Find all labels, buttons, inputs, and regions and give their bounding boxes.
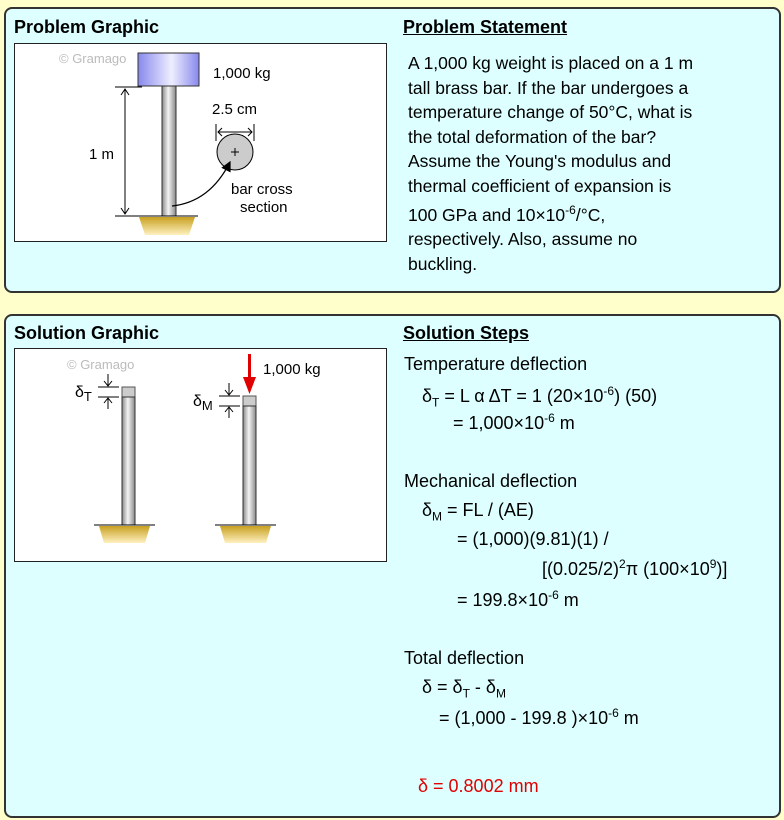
watermark: © Gramago: [67, 357, 134, 372]
watermark: © Gramago: [59, 51, 126, 66]
thermal-bar: δT: [75, 374, 155, 543]
problem-statement-title: Problem Statement: [403, 17, 568, 37]
temp-heading: Temperature deflection: [404, 354, 588, 374]
text: 100 GPa and 10×10: [408, 204, 566, 225]
statement-line: thermal coefficient of expansion is: [408, 175, 672, 196]
bar-diagram: © Gramago 1 m 1,000 kg 2.5 cm bar cross …: [59, 51, 293, 235]
delta-M-label: δM: [193, 393, 213, 413]
statement-line: tall brass bar. If the bar undergoes a: [408, 77, 689, 98]
mech-result: = 199.8×10-6 m: [457, 588, 579, 610]
cross-section-label-1: bar cross: [231, 181, 293, 198]
delta-T-label: δT: [75, 384, 92, 404]
statement-line: 100 GPa and 10×10-6/°C,: [408, 198, 778, 227]
exponent: -6: [565, 203, 576, 217]
mech-line-3: [(0.025/2)2π (100×109)]: [542, 557, 728, 579]
statement-line: the total deformation of the bar?: [408, 126, 657, 147]
mech-heading: Mechanical deflection: [404, 471, 578, 491]
statement-line: buckling.: [408, 253, 478, 274]
statement-line: temperature change of 50°C, what is: [408, 102, 693, 122]
problem-statement: A 1,000 kg weight is placed on a 1 m tal…: [408, 51, 778, 276]
final-answer: δ = 0.8002 mm: [418, 776, 539, 796]
mech-line-2: = (1,000)(9.81)(1) /: [457, 529, 609, 549]
total-heading: Total deflection: [404, 648, 525, 668]
temp-result: = 1,000×10-6 m: [453, 411, 575, 433]
diameter-label: 2.5 cm: [212, 101, 257, 118]
height-label: 1 m: [89, 146, 114, 163]
problem-graphic-title: Problem Graphic: [14, 17, 160, 37]
problem-graphic: © Gramago 1 m 1,000 kg 2.5 cm bar cross …: [14, 43, 387, 242]
cross-section-label-2: section: [240, 199, 288, 216]
mech-equation: δM = FL / (AE): [422, 500, 534, 524]
mass-label: 1,000 kg: [213, 65, 271, 82]
solution-graphic-title: Solution Graphic: [14, 323, 160, 343]
statement-line: A 1,000 kg weight is placed on a 1 m: [408, 53, 694, 73]
total-line-2: = (1,000 - 199.8 )×10-6 m: [439, 706, 639, 728]
weight-block: [137, 52, 200, 87]
cross-section-arrow: [171, 160, 231, 207]
text: /°C,: [575, 204, 606, 225]
total-equation: δ = δT - δM: [422, 677, 506, 701]
force-label: 1,000 kg: [263, 361, 321, 378]
brass-bar: [161, 85, 177, 217]
solution-graphic: © Gramago δT δM 1,000 kg: [14, 348, 387, 562]
mechanical-bar: δM: [193, 383, 276, 543]
temp-equation: δT = L α ΔT = 1 (20×10-6) (50): [422, 384, 658, 410]
statement-line: Assume the Young's modulus and: [408, 151, 672, 171]
force-arrow: [243, 354, 256, 394]
deflection-diagram: © Gramago δT δM 1,000 kg: [67, 354, 321, 543]
problem-panel: Problem Graphic © Gramago 1 m 1,000 kg 2…: [4, 7, 781, 293]
solution-panel: Solution Graphic © Gramago δT δM 1,000 k…: [4, 314, 781, 818]
solution-steps-title: Solution Steps: [403, 323, 529, 343]
statement-line: respectively. Also, assume no: [408, 229, 638, 250]
ground: [139, 217, 195, 235]
